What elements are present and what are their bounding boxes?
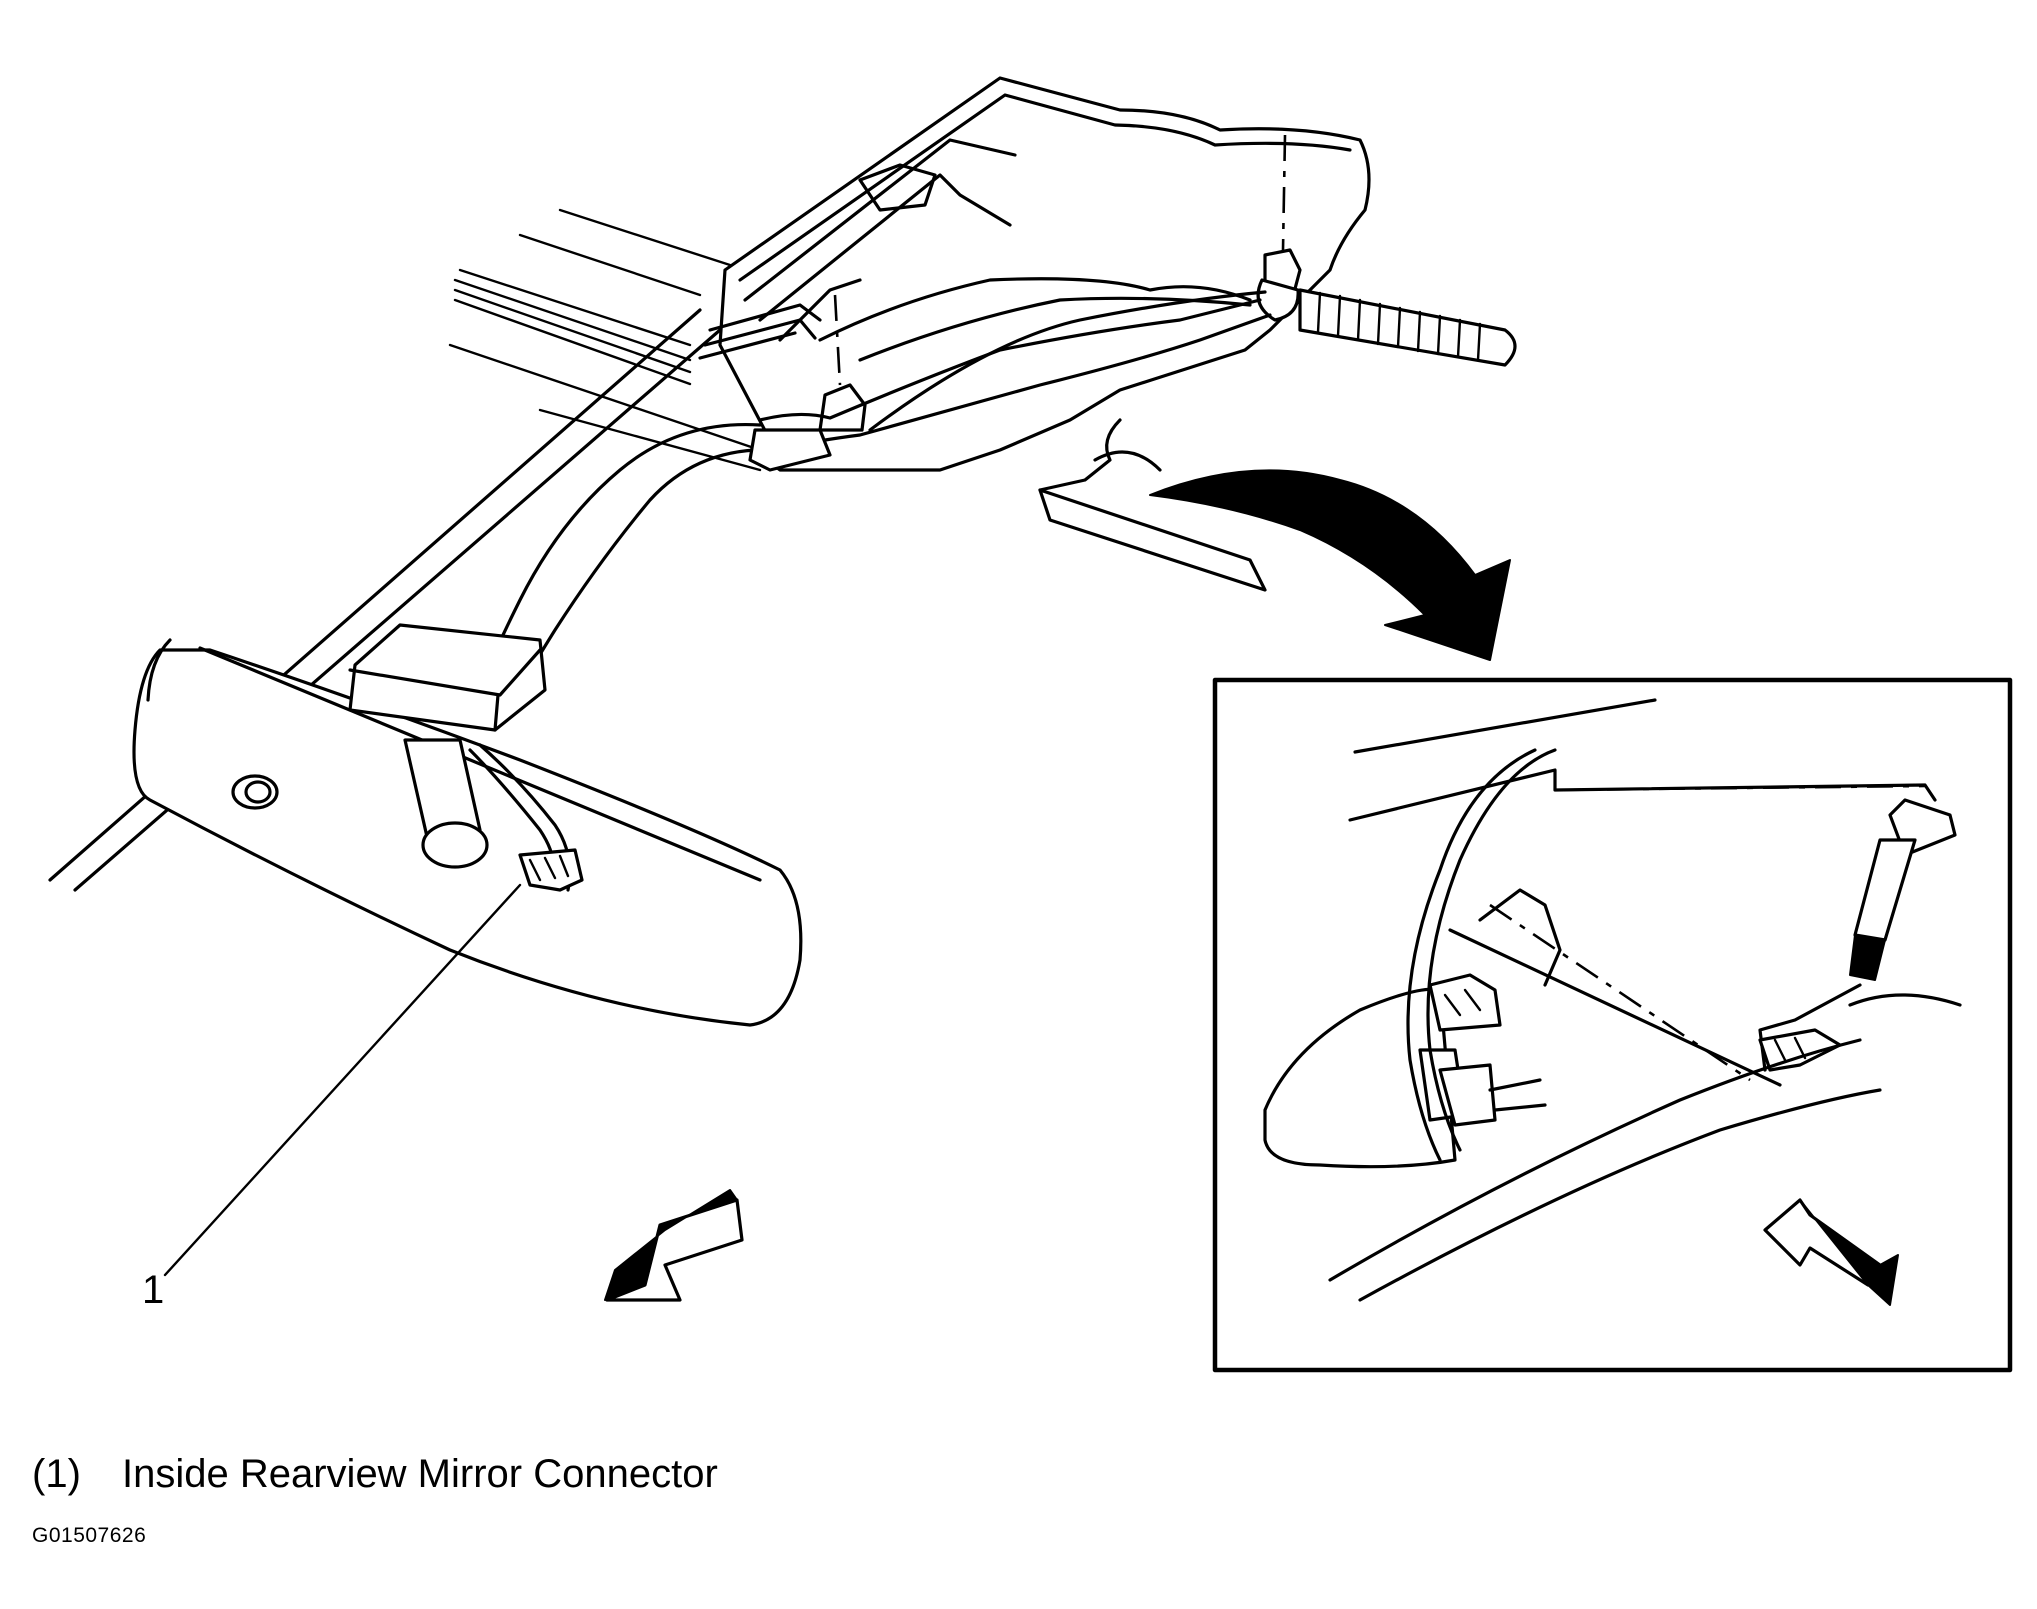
callout-number: 1 (142, 1268, 165, 1312)
spiral-wrap (1316, 291, 1482, 362)
detail-inset-icon (1212, 677, 2013, 1373)
front-of-vehicle-arrow-icon (604, 1189, 744, 1302)
legend-caption: (1) Inside Rearview Mirror Connector (32, 1454, 718, 1494)
figure-id: G01507626 (32, 1524, 147, 1547)
curved-pointer-arrow-icon (1149, 469, 1511, 661)
headliner-lines (448, 208, 762, 472)
legend-label: Inside Rearview Mirror Connector (122, 1452, 718, 1496)
legend-number: (1) (32, 1452, 81, 1496)
overhead-console (698, 76, 1371, 592)
rearview-mirror-icon (132, 623, 803, 1027)
callout-leader (163, 883, 522, 1277)
